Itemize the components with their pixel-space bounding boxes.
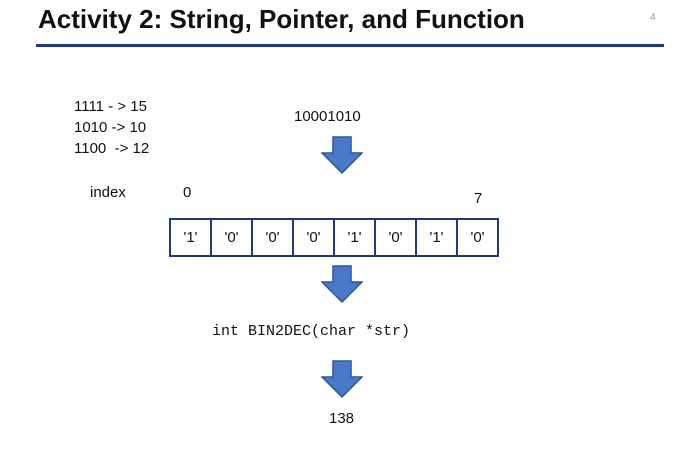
- example-line: 1100 -> 12: [74, 140, 150, 157]
- down-arrow-icon: [321, 265, 363, 303]
- page-number: 4: [650, 12, 656, 23]
- example-line: 1111 - > 15: [74, 98, 147, 115]
- binary-input-value: 10001010: [294, 108, 361, 125]
- char-cell: '1': [171, 220, 212, 255]
- down-arrow-icon: [321, 360, 363, 398]
- example-line: 1010 -> 10: [74, 119, 147, 136]
- conversion-examples: 1111 - > 15 1010 -> 10 1100 -> 12: [74, 96, 149, 159]
- result-value: 138: [329, 410, 355, 427]
- slide-title: Activity 2: String, Pointer, and Functio…: [38, 4, 525, 34]
- char-cell: '0': [458, 220, 499, 255]
- char-cell: '0': [376, 220, 417, 255]
- char-cell: '0': [294, 220, 335, 255]
- char-cell: '0': [212, 220, 253, 255]
- char-cell: '1': [335, 220, 376, 255]
- char-cell: '1': [417, 220, 458, 255]
- title-divider: [36, 44, 664, 47]
- index-label: index: [90, 184, 126, 201]
- down-arrow-icon: [321, 136, 363, 174]
- function-signature: int BIN2DEC(char *str): [212, 323, 411, 340]
- index-end: 7: [474, 190, 483, 207]
- char-array: '1' '0' '0' '0' '1' '0' '1' '0': [169, 218, 499, 257]
- char-cell: '0': [253, 220, 294, 255]
- index-start: 0: [183, 184, 192, 201]
